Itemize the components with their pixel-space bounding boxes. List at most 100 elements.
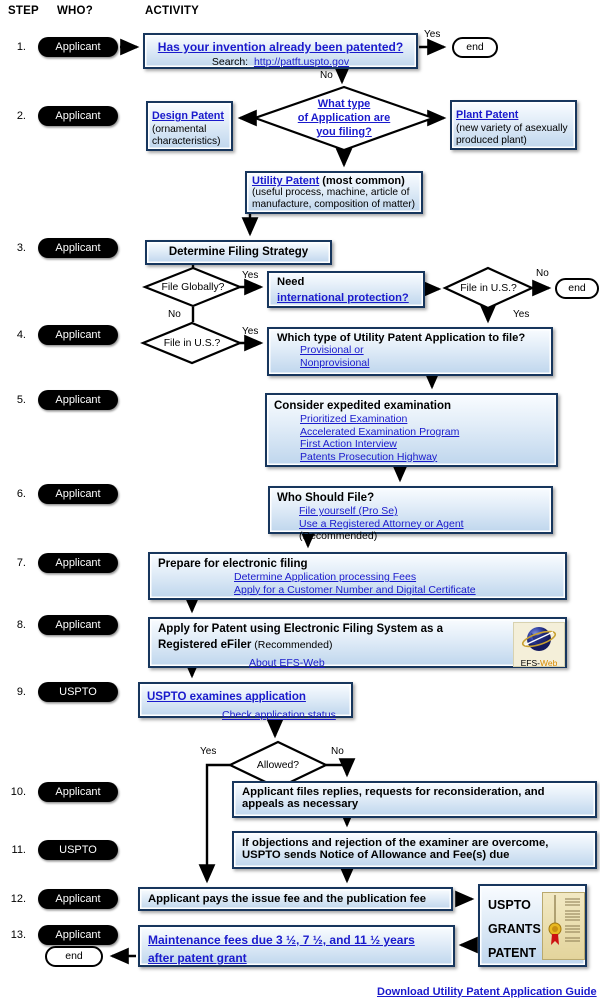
link-maintenance-fees-line1[interactable]: Maintenance fees due 3 ½, 7 ½, and 11 ½ … — [148, 933, 415, 947]
who-pill-13: Applicant — [38, 925, 118, 945]
box-utility-patent: Utility Patent (most common) (useful pro… — [245, 171, 423, 214]
which-type-title: Which type of Utility Patent Application… — [277, 332, 543, 344]
diamond-allowed-text: Allowed? — [238, 760, 318, 772]
link-patents-prosecution-highway[interactable]: Patents Prosecution Highway — [300, 451, 437, 463]
arrow-allowed-no-to-replies — [326, 765, 347, 775]
box-which-type: Which type of Utility Patent Application… — [267, 327, 553, 376]
plant-desc-1: (new variety of asexually — [456, 123, 571, 135]
link-utility-patent[interactable]: Utility Patent — [252, 175, 319, 187]
label-no-allowed: No — [331, 747, 344, 757]
design-desc-1: (ornamental — [152, 124, 227, 136]
notice-line1: If objections and rejection of the exami… — [242, 837, 587, 849]
notice-line2: USPTO sends Notice of Allowance and Fee(… — [242, 849, 587, 861]
who-pill-3: Applicant — [38, 238, 118, 258]
efs-badge-prefix: EFS- — [521, 658, 540, 668]
box-prepare-electronic-filing: Prepare for electronic filing Determine … — [148, 552, 567, 600]
link-plant-patent[interactable]: Plant Patent — [456, 109, 518, 121]
step-number-5: 5. — [0, 390, 26, 410]
box-expedited-examination: Consider expedited examination Prioritiz… — [265, 393, 558, 467]
link-file-yourself-pro-se[interactable]: File yourself (Pro Se) — [299, 505, 398, 517]
step-number-1: 1. — [0, 37, 26, 57]
search-label: Search: — [212, 56, 248, 68]
box-applicant-replies: Applicant files replies, requests for re… — [232, 781, 597, 818]
link-check-application-status[interactable]: Check application status — [222, 709, 336, 721]
end-node-1: end — [452, 37, 498, 58]
link-maintenance-fees-line2[interactable]: after patent grant — [148, 951, 247, 965]
link-accelerated-examination[interactable]: Accelerated Examination Program — [300, 426, 459, 438]
link-international-protection[interactable]: international protection? — [277, 292, 409, 304]
box-design-patent: Design Patent (ornamental characteristic… — [146, 101, 233, 151]
plant-desc-2: produced plant) — [456, 135, 571, 147]
who-files-recommended: (Recommended) — [299, 530, 377, 542]
label-yes-globally: Yes — [242, 271, 258, 281]
box-apply-efs: Apply for Patent using Electronic Filing… — [148, 617, 567, 668]
link-app-type-line3[interactable]: you filing? — [262, 125, 426, 139]
label-yes-fileus1: Yes — [513, 310, 529, 320]
link-already-patented[interactable]: Has your invention already been patented… — [158, 40, 403, 54]
link-about-efs-web[interactable]: About EFS-Web — [249, 657, 325, 669]
link-app-type-line1[interactable]: What type — [262, 97, 426, 111]
box-international-protection: Need international protection? — [267, 271, 425, 308]
label-no-fileus1: No — [536, 269, 549, 279]
who-pill-9: USPTO — [38, 682, 118, 702]
link-download-guide[interactable]: Download Utility Patent Application Guid… — [377, 986, 597, 998]
column-header-step: STEP — [8, 5, 39, 17]
diamond-file-in-us-1-text: File in U.S.? — [445, 283, 532, 295]
grants-line1: USPTO — [488, 893, 541, 917]
efs-web-icon: EFS-Web — [513, 622, 565, 667]
who-pill-11: USPTO — [38, 840, 118, 860]
step-number-3: 3. — [0, 238, 26, 258]
apply-efs-title-line1: Apply for Patent using Electronic Filing… — [158, 623, 557, 635]
box-plant-patent: Plant Patent (new variety of asexually p… — [450, 100, 577, 150]
who-pill-5: Applicant — [38, 390, 118, 410]
link-nonprovisional[interactable]: Nonprovisional — [300, 357, 369, 369]
apply-efs-title-line2: Registered eFiler — [158, 639, 251, 651]
box-already-patented: Has your invention already been patented… — [143, 33, 418, 69]
link-patft-uspto[interactable]: http://patft.uspto.gov — [254, 56, 349, 68]
step-number-4: 4. — [0, 325, 26, 345]
label-no-1: No — [320, 71, 333, 81]
who-pill-8: Applicant — [38, 615, 118, 635]
link-provisional[interactable]: Provisional or — [300, 344, 364, 356]
box-uspto-examines: USPTO examines application Check applica… — [138, 682, 353, 718]
box-maintenance-fees: Maintenance fees due 3 ½, 7 ½, and 11 ½ … — [138, 925, 455, 967]
link-app-type-line2[interactable]: of Application are — [262, 111, 426, 125]
step-number-7: 7. — [0, 553, 26, 573]
patent-certificate-icon — [542, 892, 585, 960]
end-node-2: end — [555, 278, 599, 299]
link-customer-number-certificate[interactable]: Apply for a Customer Number and Digital … — [234, 584, 476, 596]
arrow-allowed-yes-to-pays — [207, 765, 230, 881]
diamond-file-in-us-2-text: File in U.S.? — [144, 338, 240, 350]
link-first-action-interview[interactable]: First Action Interview — [300, 438, 397, 450]
utility-desc-1: (useful process, machine, article of — [252, 187, 416, 199]
step-number-11: 11. — [0, 840, 26, 860]
who-pill-6: Applicant — [38, 484, 118, 504]
link-uspto-examines[interactable]: USPTO examines application — [147, 691, 306, 703]
link-prioritized-examination[interactable]: Prioritized Examination — [300, 413, 407, 425]
label-yes-1: Yes — [424, 30, 440, 40]
step-number-6: 6. — [0, 484, 26, 504]
replies-line2: appeals as necessary — [242, 798, 587, 810]
link-registered-attorney-agent[interactable]: Use a Registered Attorney or Agent — [299, 518, 464, 530]
step-number-2: 2. — [0, 106, 26, 126]
link-determine-processing-fees[interactable]: Determine Application processing Fees — [234, 571, 416, 583]
step-number-13: 13. — [0, 925, 26, 945]
who-pill-1: Applicant — [38, 37, 118, 57]
grants-line2: GRANTS — [488, 917, 541, 941]
step-number-9: 9. — [0, 682, 26, 702]
label-no-globally: No — [168, 310, 181, 320]
link-design-patent[interactable]: Design Patent — [152, 110, 224, 122]
replies-line1: Applicant files replies, requests for re… — [242, 786, 587, 798]
label-yes-allowed: Yes — [200, 747, 216, 757]
who-pill-12: Applicant — [38, 889, 118, 909]
step-number-8: 8. — [0, 615, 26, 635]
end-node-3: end — [45, 946, 103, 967]
box-pays-issue-fee: Applicant pays the issue fee and the pub… — [138, 887, 453, 911]
step-number-10: 10. — [0, 782, 26, 802]
who-pill-4: Applicant — [38, 325, 118, 345]
box-determine-filing-strategy: Determine Filing Strategy — [145, 240, 332, 265]
design-desc-2: characteristics) — [152, 136, 227, 148]
who-pill-2: Applicant — [38, 106, 118, 126]
label-yes-fileus2: Yes — [242, 327, 258, 337]
step-number-12: 12. — [0, 889, 26, 909]
